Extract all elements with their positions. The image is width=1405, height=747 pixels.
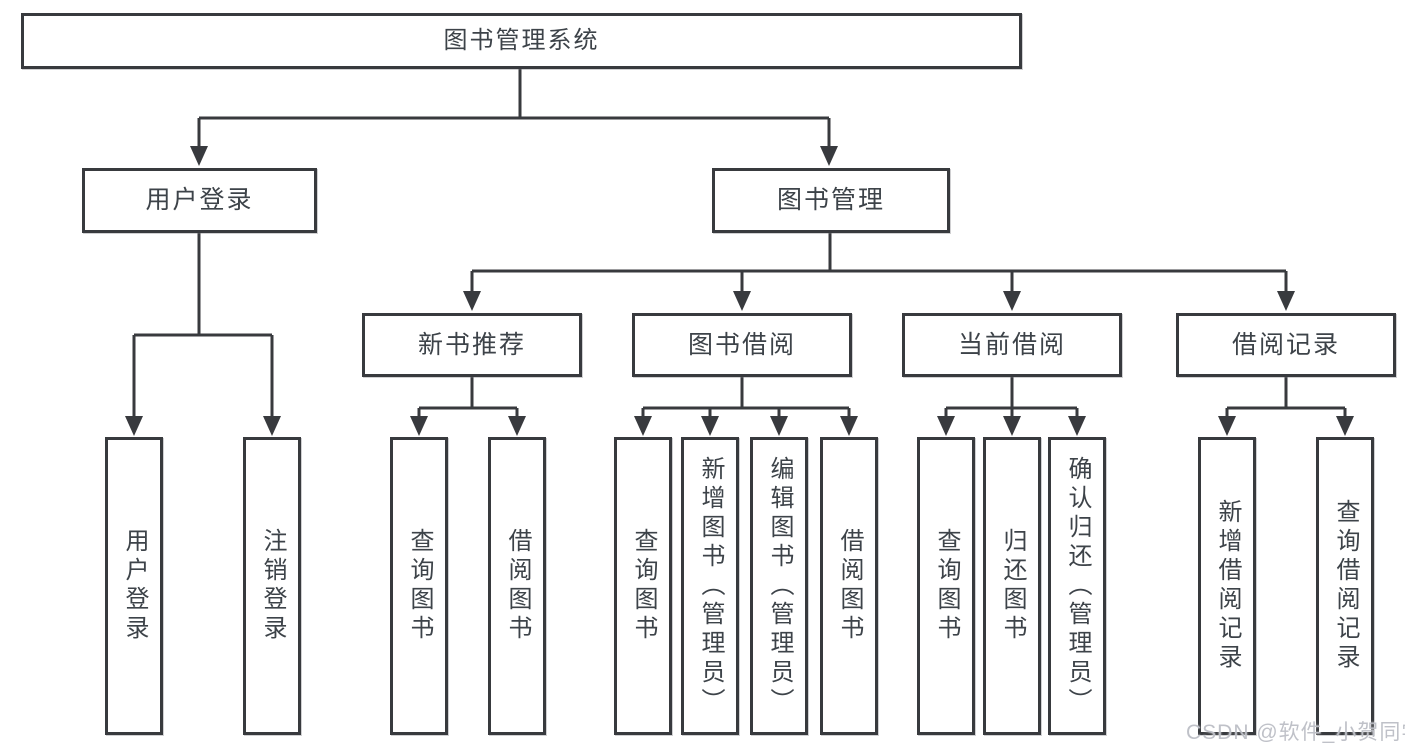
csdn-watermark: CSDN @软件_小贺同学 bbox=[1186, 721, 1405, 744]
arrowheads bbox=[125, 146, 1354, 436]
leaf-add-borrow-record: 新增借阅记录 bbox=[1198, 437, 1256, 735]
node-book-borrowing: 图书借阅 bbox=[632, 313, 852, 377]
node-root-library-management-system: 图书管理系统 bbox=[21, 13, 1022, 69]
node-new-book-recommendation: 新书推荐 bbox=[362, 313, 582, 377]
leaf-edit-books-admin: 编辑图书（管理员） bbox=[750, 437, 808, 735]
leaf-query-books-under-recommendation: 查询图书 bbox=[390, 437, 448, 735]
leaf-return-books: 归还图书 bbox=[983, 437, 1041, 735]
leaf-logout: 注销登录 bbox=[243, 437, 301, 735]
node-user-login: 用户登录 bbox=[82, 168, 317, 233]
leaf-borrow-books-under-borrowing: 借阅图书 bbox=[820, 437, 878, 735]
leaf-add-books-admin: 新增图书（管理员） bbox=[681, 437, 739, 735]
node-book-management: 图书管理 bbox=[712, 168, 950, 233]
node-borrowing-records: 借阅记录 bbox=[1176, 313, 1396, 377]
leaf-borrow-books-under-recommendation: 借阅图书 bbox=[488, 437, 546, 735]
leaf-user-login: 用户登录 bbox=[105, 437, 163, 735]
leaf-query-books-under-borrowing: 查询图书 bbox=[614, 437, 672, 735]
leaf-query-borrow-record: 查询借阅记录 bbox=[1316, 437, 1374, 735]
node-current-borrowing: 当前借阅 bbox=[902, 313, 1122, 377]
leaf-query-books-under-current: 查询图书 bbox=[917, 437, 975, 735]
leaf-confirm-return-admin: 确认归还（管理员） bbox=[1048, 437, 1106, 735]
